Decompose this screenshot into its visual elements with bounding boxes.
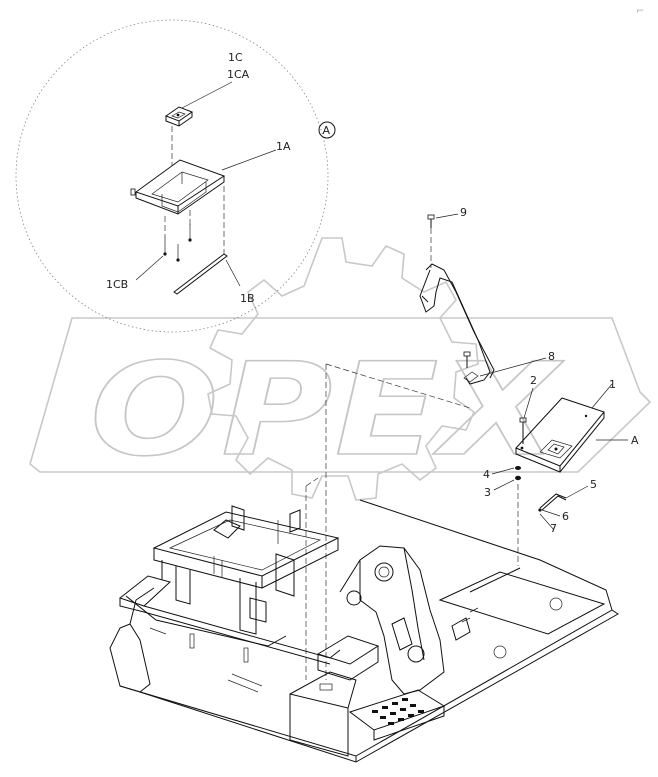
step-holes	[372, 698, 424, 725]
opex-wordmark-frame	[29, 317, 652, 473]
corner-mark: ⌐	[636, 6, 644, 17]
part-6-pin	[538, 508, 542, 512]
callout-9: 9	[460, 206, 467, 219]
detail-a-marker	[318, 121, 336, 139]
part-8-handle	[419, 263, 495, 385]
callout-2: 2	[530, 374, 537, 387]
part-2-bolt	[519, 417, 527, 444]
part-1b-gasket	[173, 253, 228, 295]
callout-1b: 1B	[240, 292, 255, 305]
part-1cb-fasteners	[163, 224, 192, 262]
opex-wordmark-text: OPEX	[90, 336, 564, 485]
callout-6: 6	[562, 510, 569, 523]
callout-5: 5	[590, 478, 597, 491]
callout-1: 1	[609, 378, 616, 391]
part-9-bolt	[427, 214, 435, 228]
callout-1c: 1C	[228, 51, 243, 64]
detail-a: A	[15, 19, 336, 333]
part-1-cover	[515, 397, 605, 473]
part-5-clip	[539, 493, 567, 511]
part-1a-box	[130, 159, 226, 215]
callout-a: A	[631, 434, 639, 447]
callout-3: 3	[484, 486, 491, 499]
callout-4: 4	[483, 468, 490, 481]
callout-1cb: 1CB	[106, 278, 128, 291]
handle-bolt-lower	[463, 351, 471, 368]
part-1ca-lid	[164, 106, 194, 127]
opex-watermark: OPEX ⌐	[29, 6, 652, 501]
main-frame	[109, 499, 619, 763]
callout-1a: 1A	[276, 140, 291, 153]
detail-a-circle	[15, 19, 329, 333]
gear-outline	[207, 237, 479, 501]
callout-8: 8	[548, 350, 555, 363]
detail-a-marker-label: A	[323, 124, 331, 137]
callout-1ca: 1CA	[227, 68, 250, 81]
part-3-nut	[515, 475, 521, 481]
part-4-washer	[515, 466, 521, 470]
callout-7: 7	[550, 522, 557, 535]
